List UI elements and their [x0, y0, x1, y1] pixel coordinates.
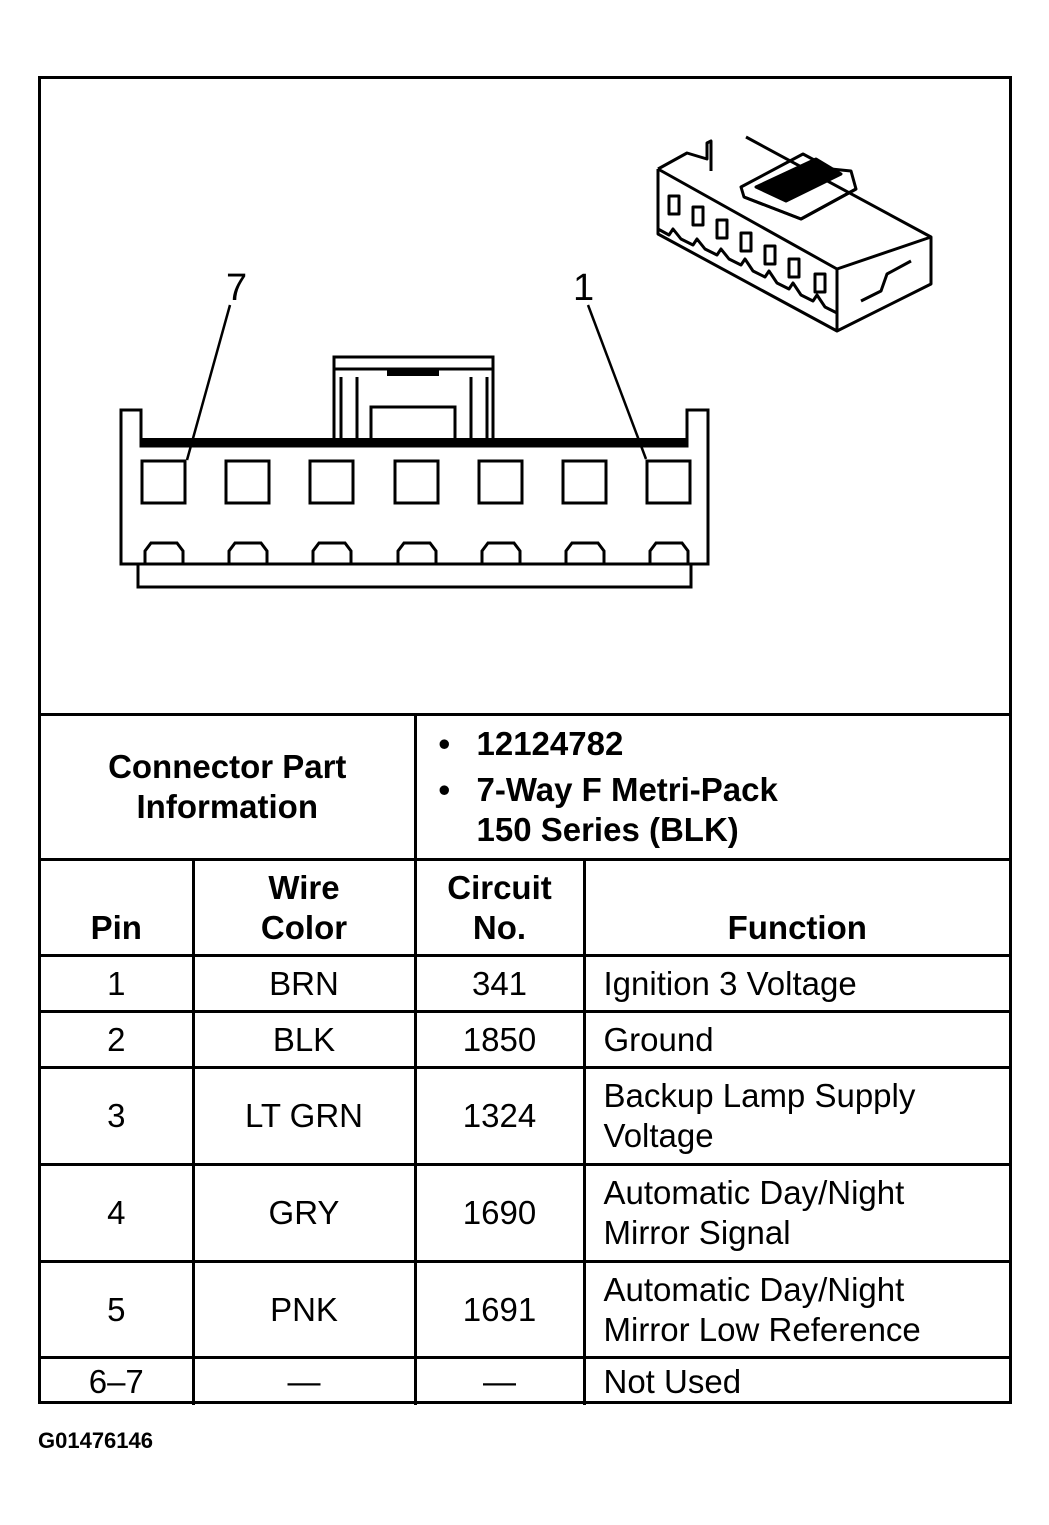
function-line2: Voltage [603, 1117, 714, 1154]
table-header-row: Pin Wire Color Circuit No. Function [41, 858, 1009, 957]
part-description-line2: 150 Series (BLK) [476, 811, 739, 848]
table-row: 1 BRN 341 Ignition 3 Voltage [41, 954, 1009, 1013]
cavity-5 [308, 459, 355, 505]
table-row: 6–7 — — Not Used [41, 1356, 1009, 1405]
circuit-cell: — [413, 1356, 586, 1405]
cavity-4 [393, 459, 440, 505]
connector-drawing-area: 7 1 [41, 79, 1009, 713]
leader-pin-1 [586, 304, 648, 460]
connector-isometric-view [656, 135, 933, 333]
pin-cell: 1 [41, 954, 195, 1013]
function-line1: Ignition 3 Voltage [603, 964, 857, 1002]
cavity-2 [561, 459, 608, 505]
diagram-frame: 7 1 Connector Part Information 12124782 … [38, 76, 1012, 1405]
header-wire-line2: Color [260, 909, 348, 946]
part-info-label: Connector Part Information [41, 713, 417, 861]
function-line1: Ground [603, 1020, 714, 1058]
pin-cell: 2 [41, 1010, 195, 1069]
cavity-6 [224, 459, 271, 505]
wire-color-cell: — [191, 1356, 417, 1405]
pin-cavities [140, 459, 692, 505]
pin-cell: 4 [41, 1163, 195, 1263]
pin-1-label: 1 [573, 267, 595, 309]
circuit-cell: 1324 [413, 1066, 586, 1166]
function-cell: Automatic Day/Night Mirror Signal [582, 1163, 1009, 1263]
wire-color-cell: BLK [191, 1010, 417, 1069]
pin-leader-lines [185, 304, 648, 461]
wire-color-cell: PNK [191, 1260, 417, 1359]
cavity-1 [645, 459, 692, 505]
header-wire-line1: Wire [268, 869, 340, 906]
table-row: 5 PNK 1691 Automatic Day/Night Mirror Lo… [41, 1260, 1009, 1359]
table-row: 3 LT GRN 1324 Backup Lamp Supply Voltage [41, 1066, 1009, 1166]
part-number-item: 12124782 [439, 724, 1010, 764]
part-number: 12124782 [476, 725, 624, 762]
header-circuit-line1: Circuit [447, 869, 552, 906]
part-info-label-line2: Information [136, 788, 318, 825]
part-description-line1: 7-Way F Metri-Pack [476, 771, 778, 808]
header-wire-color: Wire Color [191, 858, 417, 957]
header-circuit-line2: No. [472, 909, 527, 946]
function-line2: Mirror Signal [603, 1214, 791, 1251]
function-cell: Ignition 3 Voltage [582, 954, 1009, 1013]
function-line1: Automatic Day/Night [603, 1174, 905, 1211]
part-info-row: Connector Part Information 12124782 7-Wa… [41, 713, 1010, 861]
header-function: Function [582, 858, 1009, 957]
pin-7-label: 7 [226, 267, 248, 309]
function-cell: Backup Lamp Supply Voltage [582, 1066, 1009, 1166]
wire-color-cell: LT GRN [191, 1066, 417, 1166]
function-line1: Automatic Day/Night [603, 1270, 905, 1308]
header-pin: Pin [41, 858, 195, 957]
function-line1: Backup Lamp Supply [603, 1077, 916, 1114]
circuit-cell: 1850 [413, 1010, 586, 1069]
part-info-label-line1: Connector Part [108, 748, 347, 785]
connector-front-view [119, 355, 710, 589]
table-row: 2 BLK 1850 Ground [41, 1010, 1009, 1069]
leader-pin-7 [185, 304, 232, 461]
header-function-text: Function [727, 909, 867, 946]
pin-cell: 3 [41, 1066, 195, 1166]
function-cell: Not Used [582, 1356, 1009, 1405]
circuit-cell: 341 [413, 954, 586, 1013]
function-line1: Not Used [603, 1362, 742, 1400]
pin-cell: 6–7 [41, 1356, 195, 1405]
wire-color-cell: BRN [191, 954, 417, 1013]
header-pin-text: Pin [90, 909, 142, 946]
cavity-7 [140, 459, 187, 505]
circuit-cell: 1691 [413, 1260, 586, 1359]
pin-cell: 5 [41, 1260, 195, 1359]
table-row: 4 GRY 1690 Automatic Day/Night Mirror Si… [41, 1163, 1009, 1263]
connector-pinout-table: Connector Part Information 12124782 7-Wa… [41, 713, 1009, 1405]
header-circuit-no: Circuit No. [413, 858, 586, 957]
circuit-cell: 1690 [413, 1163, 586, 1263]
connector-face-view [119, 135, 933, 589]
bottom-notches [143, 541, 690, 564]
function-cell: Ground [582, 1010, 1009, 1069]
wire-color-cell: GRY [191, 1163, 417, 1263]
part-info-list: 12124782 7-Way F Metri-Pack 150 Series (… [417, 724, 1010, 850]
cavity-3 [477, 459, 524, 505]
figure-id: G01476146 [38, 1428, 153, 1453]
part-info-details: 12124782 7-Way F Metri-Pack 150 Series (… [413, 713, 1010, 861]
function-cell: Automatic Day/Night Mirror Low Reference [582, 1260, 1009, 1359]
part-description-item: 7-Way F Metri-Pack 150 Series (BLK) [439, 770, 1010, 850]
function-line2: Mirror Low Reference [603, 1310, 921, 1348]
